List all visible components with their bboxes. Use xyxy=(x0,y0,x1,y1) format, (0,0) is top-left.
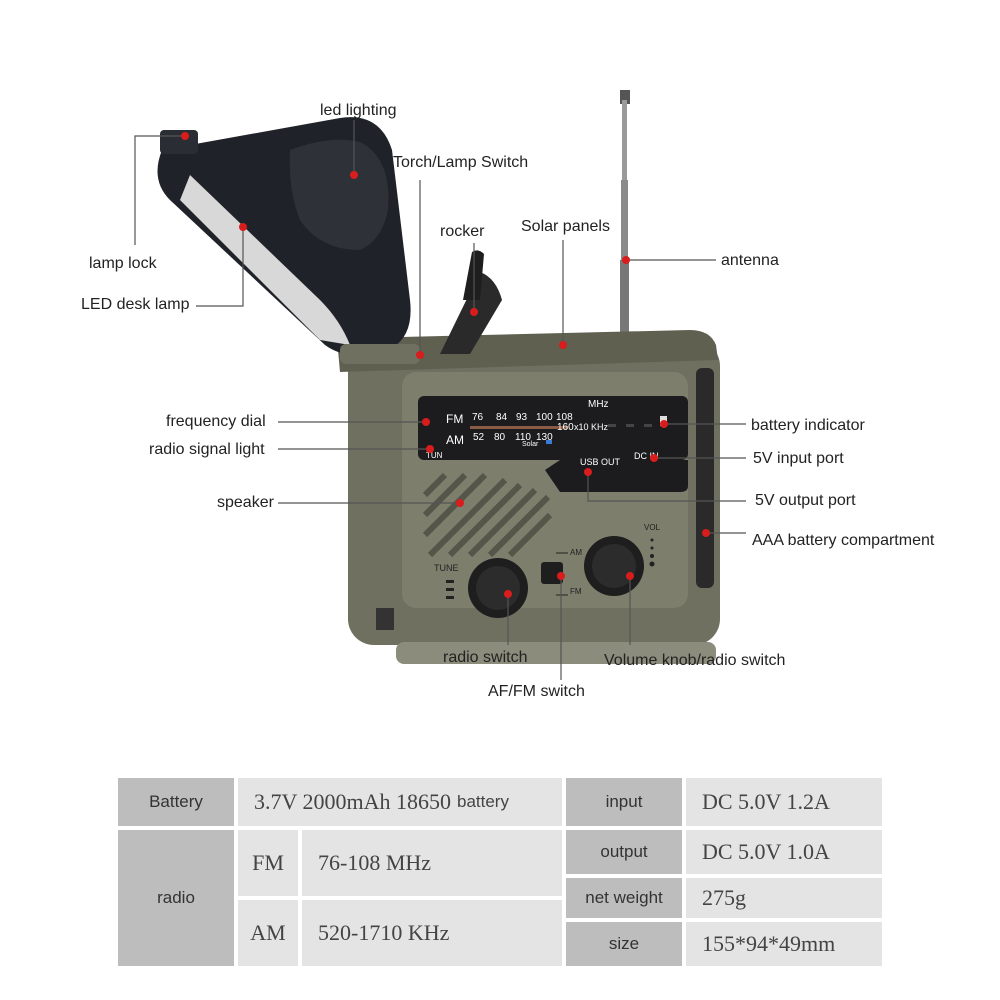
spec-fm-band: FM xyxy=(238,830,298,896)
dial-scale: FM 76 84 93 100 108 MHz AM 52 80 110 130… xyxy=(426,399,667,467)
tune-knob: TUNE xyxy=(434,558,528,618)
leader-lines xyxy=(134,120,746,680)
spec-battery-capacity: 3.7V 2000mAh 18650 xyxy=(254,789,451,814)
tun-label: TUN xyxy=(426,451,443,460)
switch-fm-label: FM xyxy=(570,587,582,596)
callout-battery-compartment: AAA battery compartment xyxy=(752,532,935,549)
fm-tick: 93 xyxy=(516,412,528,423)
callout-output-port: 5V output port xyxy=(755,492,856,509)
vol-label: VOL xyxy=(644,523,661,532)
fm-tick: 100 xyxy=(536,412,553,423)
callout-markers xyxy=(181,132,710,598)
radio-illustration: FM 76 84 93 100 108 MHz AM 52 80 110 130… xyxy=(134,90,746,680)
callout-input-port: 5V input port xyxy=(753,450,844,467)
callout-rocker: rocker xyxy=(440,223,485,240)
fm-tick: 76 xyxy=(472,412,484,423)
am-tick: 130 xyxy=(536,432,553,443)
fm-label: FM xyxy=(446,412,463,426)
spec-table: Battery 3.7V 2000mAh 18650 battery radio… xyxy=(118,778,882,966)
dc-in-label: DC IN xyxy=(634,451,659,461)
am-tick: 160 xyxy=(557,422,574,433)
spec-weight-label: net weight xyxy=(566,878,682,918)
spec-size-label: size xyxy=(566,922,682,966)
am-fm-switch: AM FM xyxy=(541,548,582,596)
callout-frequency-dial: frequency dial xyxy=(166,413,266,430)
callout-solar-panels: Solar panels xyxy=(521,218,610,235)
callout-battery-indicator: battery indicator xyxy=(751,417,865,434)
callout-lamp-lock: lamp lock xyxy=(89,255,157,272)
callout-radio-switch: radio switch xyxy=(443,649,528,666)
callout-torch-switch: Torch/Lamp Switch xyxy=(393,154,529,171)
am-tick: 52 xyxy=(473,432,485,443)
callout-antenna: antenna xyxy=(721,252,779,269)
solar-label: Solar xyxy=(522,441,539,448)
spec-radio-label: radio xyxy=(118,830,234,966)
led-lighting-head xyxy=(289,139,389,250)
port-panel xyxy=(545,460,688,492)
spec-output-value: DC 5.0V 1.0A xyxy=(686,830,882,874)
callout-led-lighting: led lighting xyxy=(320,102,397,119)
lamp-lock-latch xyxy=(160,130,198,154)
spec-output-label: output xyxy=(566,830,682,874)
callout-led-desk-lamp: LED desk lamp xyxy=(81,296,190,313)
callout-speaker: speaker xyxy=(217,494,274,511)
antenna xyxy=(620,90,630,335)
am-unit: x10 KHz xyxy=(574,422,609,432)
spec-input-label: input xyxy=(566,778,682,826)
fm-tick: 108 xyxy=(556,412,573,423)
am-tick: 110 xyxy=(515,432,531,443)
spec-battery-suffix: battery xyxy=(457,792,509,811)
am-tick: 80 xyxy=(494,432,506,443)
spec-input-value: DC 5.0V 1.2A xyxy=(686,778,882,826)
fm-tick: 84 xyxy=(496,412,508,423)
led-desk-lamp-panel xyxy=(180,175,350,345)
lamp-lid xyxy=(157,117,420,364)
spec-am-range: 520-1710 KHz xyxy=(302,900,562,966)
tune-label: TUNE xyxy=(434,563,459,573)
speaker-grille xyxy=(422,472,553,558)
spec-battery-label: Battery xyxy=(118,778,234,826)
spec-weight-value: 275g xyxy=(686,878,882,918)
spec-size-value: 155*94*49mm xyxy=(686,922,882,966)
callout-volume-knob: Volume knob/radio switch xyxy=(604,652,786,669)
volume-knob: VOL xyxy=(584,523,661,596)
am-label: AM xyxy=(446,433,464,447)
spec-battery-value: 3.7V 2000mAh 18650 battery xyxy=(238,778,562,826)
spec-fm-range: 76-108 MHz xyxy=(302,830,562,896)
product-diagram: FM 76 84 93 100 108 MHz AM 52 80 110 130… xyxy=(81,90,935,700)
callout-radio-signal-light: radio signal light xyxy=(149,441,265,458)
spec-am-band: AM xyxy=(238,900,298,966)
usb-out-label: USB OUT xyxy=(580,457,621,467)
switch-am-label: AM xyxy=(570,548,582,557)
fm-unit: MHz xyxy=(588,399,609,410)
callout-af-fm-switch: AF/FM switch xyxy=(488,683,585,700)
